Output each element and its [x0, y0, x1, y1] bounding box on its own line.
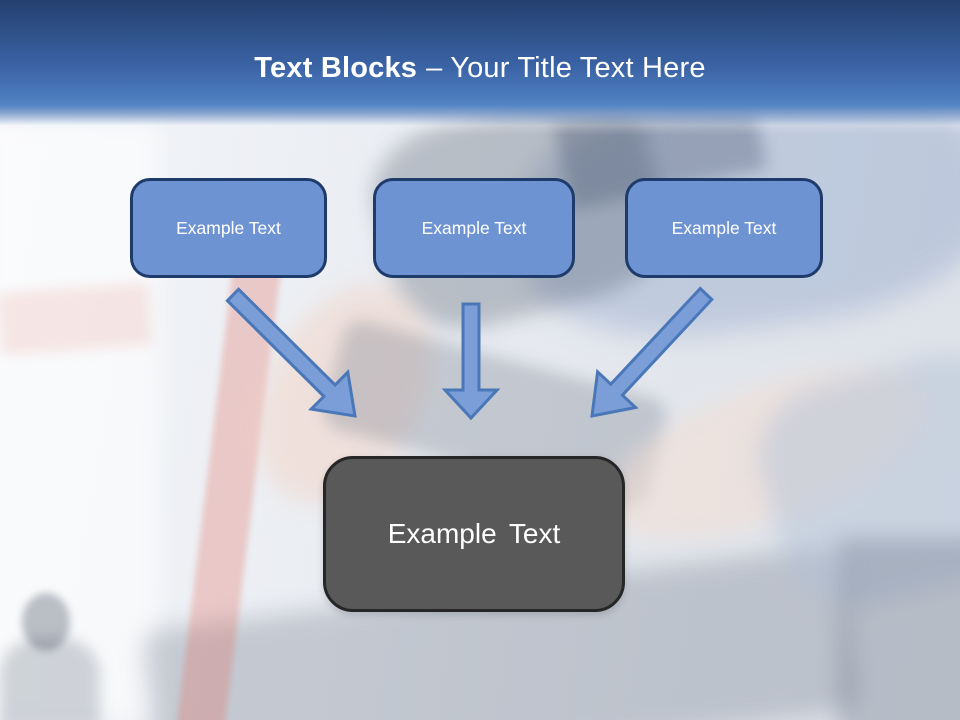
arrow-down-right-icon[interactable] — [225, 287, 357, 418]
arrow-down-icon[interactable] — [441, 302, 501, 421]
photo-officer-head — [22, 593, 70, 651]
text-block-3-label: Example Text — [671, 217, 777, 238]
slide-title-bold: Text Blocks — [254, 52, 418, 84]
text-block-2[interactable]: Example Text — [373, 178, 575, 278]
slide-title-rest: – Your Title Text Here — [426, 52, 706, 84]
arrow-down-left-icon[interactable] — [590, 286, 714, 418]
center-text-block-label: Example Text — [387, 518, 561, 549]
text-block-2-label: Example Text — [421, 217, 527, 238]
photo-dark-corner — [838, 538, 960, 720]
photo-red-patch — [0, 282, 152, 356]
text-block-1-label: Example Text — [176, 217, 281, 238]
slide-title[interactable]: Text Blocks– Your Title Text Here — [0, 52, 960, 85]
title-bar: Text Blocks– Your Title Text Here — [0, 0, 960, 135]
text-block-3[interactable]: Example Text — [625, 178, 823, 278]
center-text-block[interactable]: Example Text — [323, 456, 625, 612]
photo-officer-body — [0, 638, 100, 720]
text-block-1[interactable]: Example Text — [130, 178, 327, 278]
